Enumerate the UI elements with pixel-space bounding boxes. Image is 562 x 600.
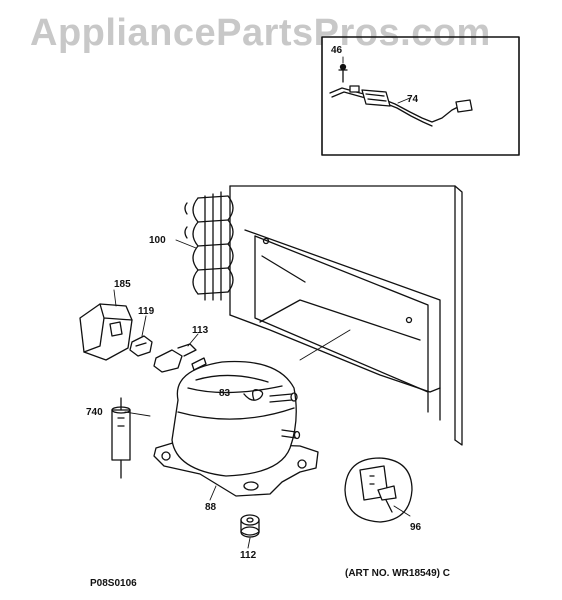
outlet-detail bbox=[344, 457, 413, 523]
callout-100: 100 bbox=[149, 235, 166, 246]
callout-112: 112 bbox=[240, 550, 257, 561]
condenser-coil bbox=[175, 191, 234, 301]
compressor bbox=[153, 357, 319, 501]
start-relay bbox=[153, 333, 199, 373]
callout-185: 185 bbox=[114, 279, 131, 290]
relay-cover bbox=[79, 289, 133, 361]
watermark-logo: AppliancePartsPros.com bbox=[30, 12, 491, 54]
callout-46: 46 bbox=[331, 45, 343, 56]
callout-740: 740 bbox=[86, 407, 103, 418]
callout-88: 88 bbox=[205, 502, 217, 513]
overload-protector bbox=[129, 315, 153, 357]
cabinet-back bbox=[229, 185, 463, 446]
callout-83: 83 bbox=[219, 388, 231, 399]
callout-96: 96 bbox=[410, 522, 422, 533]
callout-113: 113 bbox=[192, 325, 209, 336]
inset-box bbox=[321, 36, 520, 156]
callout-74: 74 bbox=[407, 94, 419, 105]
grommet bbox=[240, 514, 260, 549]
filter-dryer bbox=[111, 397, 151, 479]
callout-119: 119 bbox=[138, 306, 155, 317]
diagram-id: P08S0106 bbox=[90, 578, 137, 589]
art-number: (ART NO. WR18549) C bbox=[345, 568, 451, 579]
